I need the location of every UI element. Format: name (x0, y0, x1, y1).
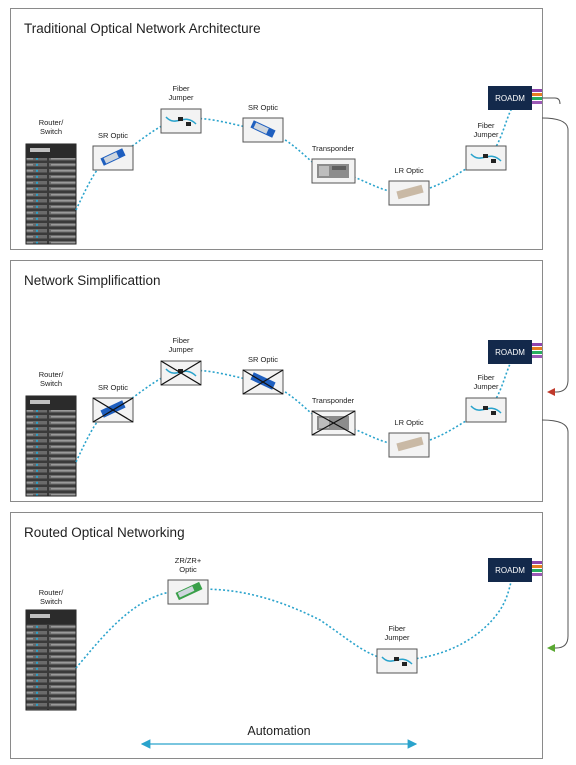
roadm-box (488, 558, 542, 582)
sr-optic-module (92, 145, 134, 171)
sr-optic-module-removed (242, 369, 284, 395)
sr-optic-label: SR Optic (247, 103, 279, 112)
zr-optic-label: ZR/ZR+Optic (174, 556, 202, 574)
fiber-path-2 (75, 359, 513, 463)
arrow-to-panel-2 (541, 117, 569, 396)
sr-optic-label: SR Optic (247, 355, 279, 364)
transponder-module-removed (311, 410, 356, 436)
fiber-jumper-module-removed (160, 360, 202, 386)
router-label: Router/Switch (38, 118, 64, 136)
router-switch-2 (25, 395, 77, 497)
fiber-jumper-module (465, 397, 507, 423)
lr-optic-label: LR Optic (394, 418, 424, 427)
zr-optic-module (167, 579, 209, 605)
panel-title: Traditional Optical Network Architecture (24, 21, 261, 36)
lr-optic-module (388, 432, 430, 458)
roadm-label: ROADM (495, 94, 525, 103)
roadm-label: ROADM (495, 348, 525, 357)
transponder-module (311, 158, 356, 184)
lr-optic-module (388, 180, 430, 206)
fiber-jumper-module (465, 145, 507, 171)
router-switch-1 (25, 143, 77, 245)
roadm-box (488, 340, 542, 364)
sr-optic-module-removed (92, 397, 134, 423)
fiber-jumper-module (376, 648, 418, 674)
router-switch-3 (25, 609, 77, 711)
panel-title: Routed Optical Networking (24, 525, 185, 540)
panel-title: Network Simplificattion (24, 273, 161, 288)
sr-optic-label: SR Optic (97, 131, 129, 140)
roadm-label: ROADM (495, 566, 525, 575)
arrow-to-panel-3 (541, 419, 569, 652)
roadm-box (488, 86, 561, 110)
fiber-jumper-module (160, 108, 202, 134)
transponder-label: Transponder (311, 396, 355, 405)
sr-optic-module (242, 117, 284, 143)
automation-label: Automation (247, 724, 311, 738)
transponder-label: Transponder (311, 144, 355, 153)
sr-optic-label: SR Optic (97, 383, 129, 392)
router-label: Router/Switch (38, 370, 64, 388)
fiber-path-3 (75, 577, 513, 669)
panel-simplification: Network Simplificattion (10, 260, 543, 502)
panel-routed-optical: Routed Optical Networking (10, 512, 543, 759)
router-label: Router/Switch (38, 588, 64, 606)
lr-optic-label: LR Optic (394, 166, 424, 175)
fiber-path-1 (75, 107, 513, 211)
